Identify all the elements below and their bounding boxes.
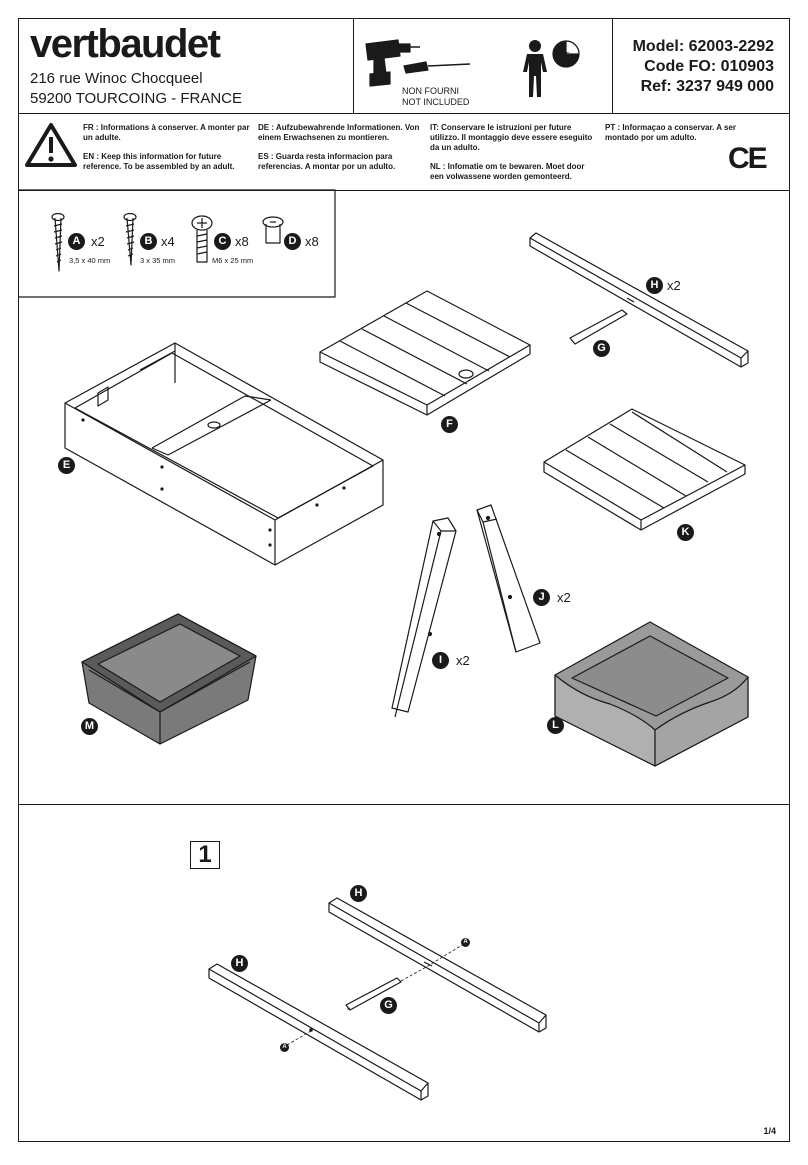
address-line-2: 59200 TOURCOING - FRANCE — [30, 90, 242, 107]
step-number: 1 — [190, 841, 220, 869]
hardware-d-qty: x8 — [305, 234, 319, 249]
safety-de: DE : Aufzubewahrende Informationen. Von … — [258, 123, 420, 142]
step1-screw-a-1: A — [461, 938, 470, 947]
part-k-label: K — [677, 524, 694, 541]
step1-screw-a-2: A — [280, 1043, 289, 1052]
hardware-c-letter: C — [214, 233, 231, 250]
safety-fr: FR : Informations à conserver. A monter … — [83, 123, 250, 142]
safety-en: EN : Keep this information for future re… — [83, 152, 235, 171]
tools-note-en: NOT INCLUDED — [402, 97, 470, 107]
part-e-label: E — [58, 457, 75, 474]
safety-pt: PT : Informaçao a conservar. A ser monta… — [605, 123, 737, 142]
part-j-label: J — [533, 589, 550, 606]
part-h-qty: x2 — [667, 278, 681, 293]
step1-g-label: G — [380, 997, 397, 1014]
part-j-qty: x2 — [557, 590, 571, 605]
brand-logo: vertbaudet — [30, 22, 221, 66]
hardware-b-qty: x4 — [161, 234, 175, 249]
safety-it: IT: Conservare le istruzioni per future … — [430, 123, 593, 152]
safety-nl: NL : Infomatie om te bewaren. Moet door … — [430, 162, 585, 181]
reference: Ref: 3237 949 000 — [640, 78, 774, 95]
step1-h-label-2: H — [231, 955, 248, 972]
hardware-c-size: M6 x 25 mm — [212, 256, 254, 265]
part-i-qty: x2 — [456, 653, 470, 668]
parts-divider — [18, 804, 790, 805]
part-l-label: L — [547, 717, 564, 734]
header-col-divider-1 — [353, 18, 354, 114]
header-divider — [18, 113, 790, 114]
hardware-c-qty: x8 — [235, 234, 249, 249]
page-number: 1/4 — [763, 1126, 776, 1136]
code-fo: Code FO: 010903 — [644, 58, 774, 75]
part-f-label: F — [441, 416, 458, 433]
tools-note-fr: NON FOURNI — [402, 86, 459, 96]
part-g-label: G — [593, 340, 610, 357]
hardware-a-size: 3,5 x 40 mm — [69, 256, 111, 265]
page-frame — [18, 18, 790, 1142]
ce-mark: CE — [728, 142, 768, 175]
part-m-label: M — [81, 718, 98, 735]
hardware-b-letter: B — [140, 233, 157, 250]
part-i-label: I — [432, 652, 449, 669]
hardware-a-letter: A — [68, 233, 85, 250]
part-h-label: H — [646, 277, 663, 294]
safety-es: ES : Guarda resta informacion para refer… — [258, 152, 396, 171]
hardware-d-letter: D — [284, 233, 301, 250]
step1-h-label-1: H — [350, 885, 367, 902]
safety-divider — [18, 190, 790, 191]
header-col-divider-2 — [612, 18, 613, 114]
model-number: Model: 62003-2292 — [632, 38, 774, 55]
hardware-a-qty: x2 — [91, 234, 105, 249]
address-line-1: 216 rue Winoc Chocqueel — [30, 70, 203, 87]
hardware-b-size: 3 x 35 mm — [140, 256, 176, 265]
